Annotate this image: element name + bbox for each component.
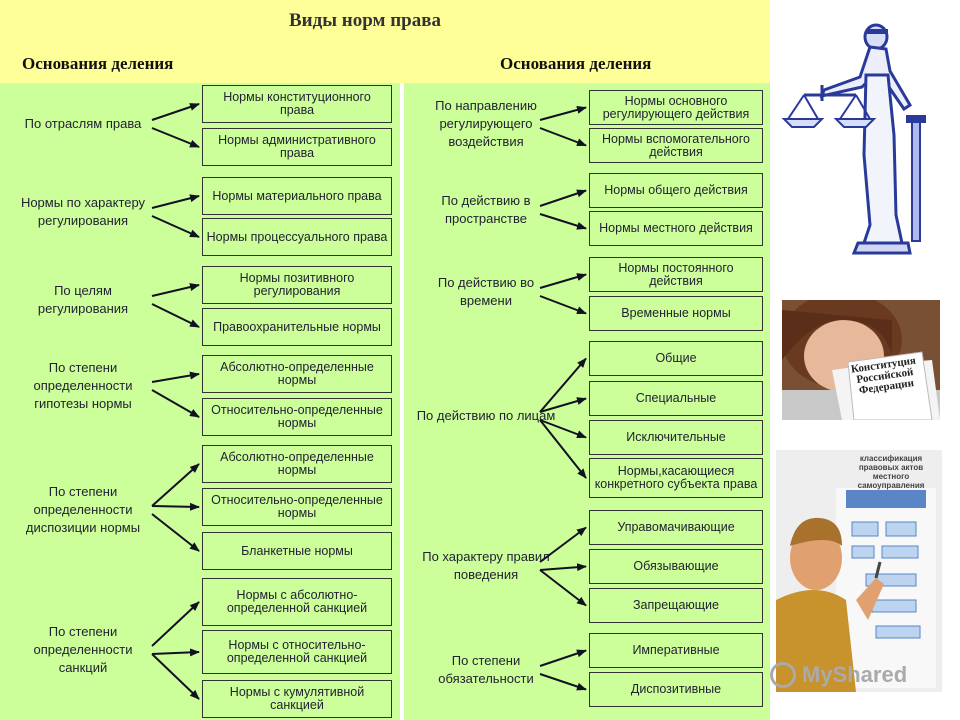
left-box-13: Нормы с кумулятивной санкцией	[202, 680, 392, 718]
left-box-11: Нормы с абсолютно-определенной санкцией	[202, 578, 392, 626]
woman-reading-photo: Конституция Российской Федерации	[782, 300, 940, 420]
left-box-9: Относительно-определенные нормы	[202, 488, 392, 526]
left-criterion-1: Нормы по характеру регулирования	[20, 195, 146, 228]
left-arrow-10	[151, 513, 200, 552]
right-arrow-9	[539, 419, 587, 479]
right-arrow-3	[539, 213, 587, 230]
right-arrow-11	[539, 563, 587, 572]
watermark-text: MyShared	[802, 662, 908, 687]
right-box-6: Общие	[589, 341, 763, 376]
right-arrow-0	[539, 106, 587, 121]
left-box-8: Абсолютно-определенные нормы	[202, 445, 392, 483]
man-poster-photo: классификация правовых актов местного са…	[776, 450, 942, 692]
right-arrow-8	[539, 419, 587, 439]
right-arrow-5	[539, 295, 587, 315]
right-box-8: Исключительные	[589, 420, 763, 455]
right-arrow-13	[539, 649, 587, 667]
right-criterion-4: По характеру правил поведения	[422, 549, 550, 582]
right-criterion-0: По направлению регулирующего воздействия	[435, 98, 537, 149]
right-subtitle: Основания деления	[500, 54, 652, 73]
left-arrow-12	[151, 648, 200, 657]
right-box-9: Нормы,касающиеся конкретного субъекта пр…	[589, 458, 763, 498]
right-box-0: Нормы основного регулирующего действия	[589, 90, 763, 125]
right-arrow-4	[539, 273, 587, 289]
left-box-3: Нормы процессуального права	[202, 218, 392, 256]
right-arrow-7	[539, 397, 587, 413]
left-box-0: Нормы конституционного права	[202, 85, 392, 123]
left-arrow-13	[151, 653, 200, 700]
right-box-14: Диспозитивные	[589, 672, 763, 707]
left-arrow-9	[151, 502, 200, 511]
left-box-4: Нормы позитивного регулирования	[202, 266, 392, 304]
right-arrow-1	[539, 127, 587, 147]
right-arrow-10	[539, 526, 587, 563]
watermark-icon	[770, 662, 796, 688]
right-box-10: Управомачивающие	[589, 510, 763, 545]
page-title: Виды норм права	[288, 10, 441, 31]
right-criterion-1: По действию в пространстве	[441, 193, 531, 226]
left-box-12: Нормы с относительно-определенной санкци…	[202, 630, 392, 674]
themis-illustration	[778, 15, 948, 260]
right-box-11: Обязывающие	[589, 549, 763, 584]
left-criterion-4: По степени определенности диспозиции нор…	[25, 484, 141, 535]
right-box-2: Нормы общего действия	[589, 173, 763, 208]
right-criterion-5: По степени обязательности	[438, 653, 534, 686]
right-box-7: Специальные	[589, 381, 763, 416]
left-box-2: Нормы материального права	[202, 177, 392, 215]
header-band: Виды норм права Основания деления Основа…	[0, 0, 770, 83]
left-arrow-1	[151, 127, 200, 148]
left-arrow-7	[151, 389, 200, 418]
left-criterion-3: По степени определенности гипотезы нормы	[33, 360, 133, 411]
right-box-12: Запрещающие	[589, 588, 763, 623]
right-arrow-12	[539, 569, 587, 607]
left-arrow-4	[151, 283, 200, 297]
left-arrow-8	[151, 463, 200, 507]
left-box-1: Нормы административного права	[202, 128, 392, 166]
left-subtitle: Основания деления	[22, 54, 174, 73]
right-box-1: Нормы вспомогательного действия	[589, 128, 763, 163]
right-arrow-6	[539, 357, 587, 413]
left-criterion-5: По степени определенности санкций	[33, 624, 133, 675]
left-box-5: Правоохранительные нормы	[202, 308, 392, 346]
left-box-6: Абсолютно-определенные нормы	[202, 355, 392, 393]
left-box-10: Бланкетные нормы	[202, 532, 392, 570]
left-box-7: Относительно-определенные нормы	[202, 398, 392, 436]
right-arrow-2	[539, 189, 587, 207]
left-arrow-11	[151, 601, 200, 647]
right-box-4: Нормы постоянного действия	[589, 257, 763, 292]
right-criterion-3: По действию по лицам	[416, 408, 556, 423]
left-criterion-2: По целям регулирования	[37, 283, 129, 316]
right-box-3: Нормы местного действия	[589, 211, 763, 246]
left-arrow-6	[151, 371, 200, 383]
right-arrow-14	[539, 673, 587, 691]
right-box-5: Временные нормы	[589, 296, 763, 331]
left-arrow-0	[151, 103, 200, 121]
left-arrow-5	[151, 303, 200, 328]
right-box-13: Императивные	[589, 633, 763, 668]
left-criterion-0: По отраслям права	[24, 116, 142, 131]
left-arrow-2	[151, 194, 200, 209]
right-criterion-2: По действию во времени	[437, 275, 535, 308]
watermark: MyShared	[770, 660, 950, 690]
poster-title: классификация правовых актов местного са…	[857, 454, 925, 490]
left-arrow-3	[151, 215, 200, 238]
